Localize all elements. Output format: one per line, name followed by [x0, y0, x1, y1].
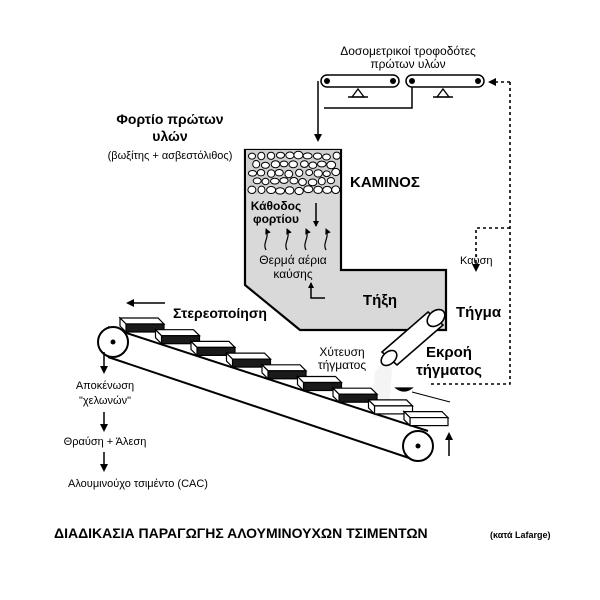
- melt-label: Τήγμα: [456, 304, 502, 321]
- pellet: [308, 161, 318, 169]
- crushing-label: Θραύση + Άλεση: [64, 436, 147, 448]
- melt-zone-arrow: [308, 282, 325, 299]
- pellet: [313, 169, 323, 178]
- charge-pellets: [247, 150, 341, 196]
- casting-label-line2: τήγματος: [318, 358, 367, 372]
- pellet: [252, 177, 262, 185]
- pellet: [279, 177, 289, 184]
- pellet: [332, 151, 341, 160]
- sampler-pointer: [411, 391, 451, 403]
- product-label: Αλουμινούχο τσιμέντο (CAC): [68, 478, 208, 490]
- pellet: [257, 185, 266, 195]
- mold-tray: [189, 339, 237, 357]
- downstream-steps: Αποκένωση "χελωνών" Θραύση + Άλεση Αλουμ…: [64, 352, 208, 490]
- descent-label-line2: φορτίου: [253, 212, 299, 226]
- pellet: [266, 151, 276, 160]
- pellet: [331, 185, 341, 194]
- hotgas-label-line1: Θερμά αέρια: [259, 253, 326, 267]
- mold-tray: [225, 351, 272, 369]
- control-dashed-loop: [428, 82, 511, 385]
- pellet: [288, 160, 298, 169]
- pellet: [326, 177, 335, 185]
- kiln-label: ΚΑΜΙΝΟΣ: [350, 174, 420, 191]
- casting-label-line1: Χύτευση: [319, 345, 364, 359]
- pellet: [331, 167, 341, 177]
- pellet: [284, 169, 294, 179]
- pellet: [293, 150, 304, 160]
- kiln-body: [243, 148, 448, 332]
- mold-tray: [260, 363, 308, 381]
- pellet: [267, 169, 276, 178]
- pellet: [276, 151, 285, 159]
- pellet: [300, 160, 309, 168]
- pellet: [261, 177, 270, 186]
- combustion-label: Καύση: [460, 255, 492, 267]
- mold-tray: [402, 410, 450, 428]
- pellet: [305, 169, 314, 176]
- pellet: [256, 169, 266, 177]
- pellet: [289, 177, 299, 185]
- pellet: [298, 178, 307, 186]
- feeder-right-drop: [324, 87, 413, 109]
- feeders-label-line1: Δοσομετρικοί τροφοδότες: [340, 44, 476, 58]
- pellet: [295, 168, 304, 177]
- pellet: [322, 153, 331, 161]
- pellet: [317, 177, 326, 186]
- pellet: [313, 185, 323, 194]
- pellet: [275, 187, 286, 195]
- pellet: [317, 160, 327, 168]
- mold-tray: [331, 386, 379, 404]
- casting-conveyor: [97, 299, 453, 462]
- charge-label-line2: υλών: [152, 128, 188, 144]
- pellet: [284, 186, 295, 195]
- descent-label-line1: Κάθοδος: [251, 199, 301, 213]
- pellet: [274, 169, 284, 177]
- dosing-feeders: Δοσομετρικοί τροφοδότες πρώτων υλών: [314, 44, 485, 142]
- melting-label: Τήξη: [363, 292, 397, 309]
- hot-gas-arrows: [264, 228, 331, 251]
- pellet: [294, 186, 304, 196]
- mold-tray: [367, 398, 414, 416]
- feeder-belt-left: [320, 74, 400, 98]
- pellet: [248, 152, 256, 160]
- pellet: [270, 160, 281, 169]
- pellet: [322, 185, 333, 194]
- feeders-label-line2: πρώτων υλών: [370, 57, 445, 71]
- sampler: [394, 387, 451, 403]
- solidification-label: Στερεοποίηση: [173, 305, 267, 321]
- mold-trays: [118, 316, 450, 428]
- diagram-title-note: (κατά Lafarge): [490, 530, 551, 540]
- pellet: [247, 185, 257, 195]
- unload-label-line1: Αποκένωση: [76, 380, 134, 392]
- pellet: [326, 160, 337, 170]
- pellet: [279, 160, 289, 168]
- pellet: [247, 170, 258, 177]
- pellet: [307, 178, 318, 187]
- mold-tray: [118, 316, 166, 334]
- hotgas-label-line2: καύσης: [273, 267, 312, 281]
- pellet: [285, 151, 295, 160]
- mold-tray: [154, 328, 201, 346]
- feeder-belt-right: [405, 74, 485, 98]
- mold-tray: [296, 375, 343, 392]
- diagram-title: ΔΙΑΔΙΚΑΣΙΑ ΠΑΡΑΓΩΓΗΣ ΑΛΟΥΜΙΝΟΥΧΩΝ ΤΣΙΜΕΝ…: [54, 525, 428, 541]
- combustion-dashed: [472, 227, 510, 272]
- pellet: [266, 186, 277, 194]
- pellet: [302, 152, 313, 160]
- pellet: [257, 151, 266, 161]
- outflow-label-line2: τήγματος: [416, 362, 482, 379]
- charge-label: Φορτίο πρώτων υλών (βωξίτης + ασβεστόλιθ…: [108, 111, 233, 162]
- unload-label-line2: "χελωνών": [79, 395, 131, 407]
- pellet: [312, 152, 323, 160]
- pellet: [260, 161, 270, 169]
- pellet: [303, 185, 314, 194]
- charge-label-line1: Φορτίο πρώτων: [116, 111, 223, 127]
- outflow-label-line1: Εκροή: [426, 344, 472, 361]
- pellet: [270, 177, 280, 185]
- pellet: [322, 170, 331, 177]
- kiln: Κάθοδος φορτίου Θερμά αέρια καύσης Τήξη: [243, 148, 448, 332]
- pellet: [252, 160, 261, 169]
- charge-label-detail: (βωξίτης + ασβεστόλιθος): [108, 150, 233, 162]
